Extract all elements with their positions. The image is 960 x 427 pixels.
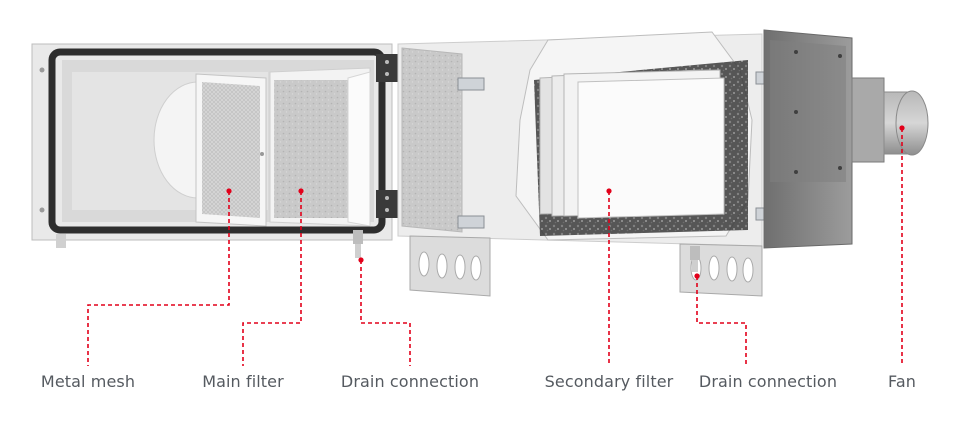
leader-dots <box>226 125 905 279</box>
drain-nipple-1 <box>353 230 363 258</box>
dot-drain-2 <box>694 273 700 279</box>
dot-main-filter <box>298 188 304 194</box>
dot-secondary-filter <box>606 188 612 194</box>
label-drain-connection-2: Drain connection <box>698 372 838 391</box>
metal-mesh-frame <box>195 73 267 227</box>
dot-drain-1 <box>358 257 364 263</box>
leader-drain-2 <box>696 276 747 366</box>
fan-unit <box>763 29 929 249</box>
label-secondary-filter: Secondary filter <box>544 372 674 391</box>
secondary-filter-stack <box>539 69 725 219</box>
label-fan: Fan <box>888 372 916 391</box>
mounting-brackets <box>409 235 763 297</box>
leader-main-filter <box>242 191 302 366</box>
label-metal-mesh: Metal mesh <box>40 372 136 391</box>
label-main-filter: Main filter <box>202 372 284 391</box>
leader-lines <box>87 128 903 366</box>
door-hinges <box>376 54 398 218</box>
dot-fan <box>899 125 905 131</box>
leader-metal-mesh <box>87 191 230 366</box>
label-drain-connection-1: Drain connection <box>340 372 480 391</box>
main-filter-cassette <box>269 67 371 227</box>
leader-drain-1 <box>360 260 411 366</box>
dot-metal-mesh <box>226 188 232 194</box>
drain-nipple-2 <box>690 246 700 272</box>
